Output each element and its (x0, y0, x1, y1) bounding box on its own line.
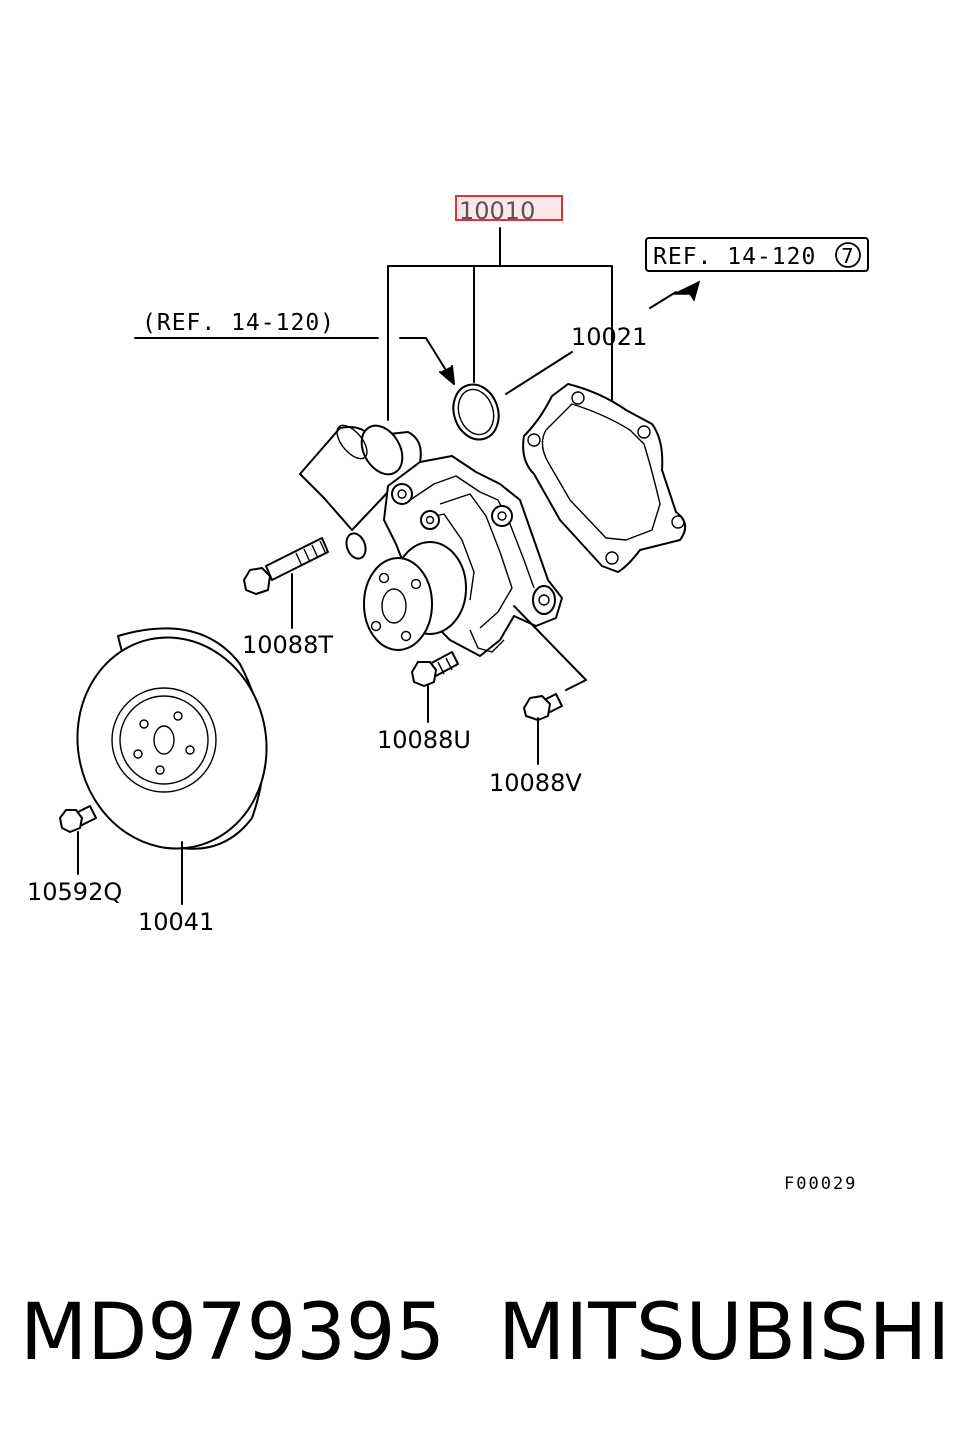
callout-10021[interactable]: 10021 (571, 323, 647, 351)
leader-10088v (513, 605, 587, 765)
callout-10088V[interactable]: 10088V (489, 769, 582, 797)
ref-left-leader (134, 337, 455, 385)
bolt-10088v (523, 693, 563, 721)
gasket (522, 383, 687, 573)
bolt-10592q (59, 805, 97, 833)
ref-right-label: REF. 14-120 (653, 244, 816, 270)
pulley (76, 627, 268, 850)
ref-left-label: (REF. 14-120) (142, 310, 335, 336)
callout-10088T[interactable]: 10088T (242, 631, 333, 659)
bolt-10088t (243, 537, 329, 595)
highlight-box-10010 (455, 195, 563, 221)
arrow-icon (649, 280, 701, 309)
figure-code: F00029 (784, 1174, 857, 1194)
ref-circle-7 (835, 242, 861, 268)
callout-10010[interactable]: 10010 (459, 197, 535, 225)
callout-10041[interactable]: 10041 (138, 908, 214, 936)
bolt-10088u (411, 651, 459, 687)
ref-circle-number: 7 (841, 244, 854, 268)
o-ring (452, 383, 500, 441)
leader-10010 (387, 227, 613, 421)
water-pump (299, 424, 563, 657)
callout-10088U[interactable]: 10088U (377, 726, 471, 754)
brand-name: MITSUBISHI (498, 1288, 951, 1378)
leader-10021 (505, 351, 573, 395)
ref-right-box[interactable]: REF. 14-120 7 (645, 237, 869, 272)
part-number: MD979395 (20, 1288, 446, 1378)
callout-10592Q[interactable]: 10592Q (27, 878, 122, 906)
footer: MD979395 MITSUBISHI (0, 1288, 960, 1398)
